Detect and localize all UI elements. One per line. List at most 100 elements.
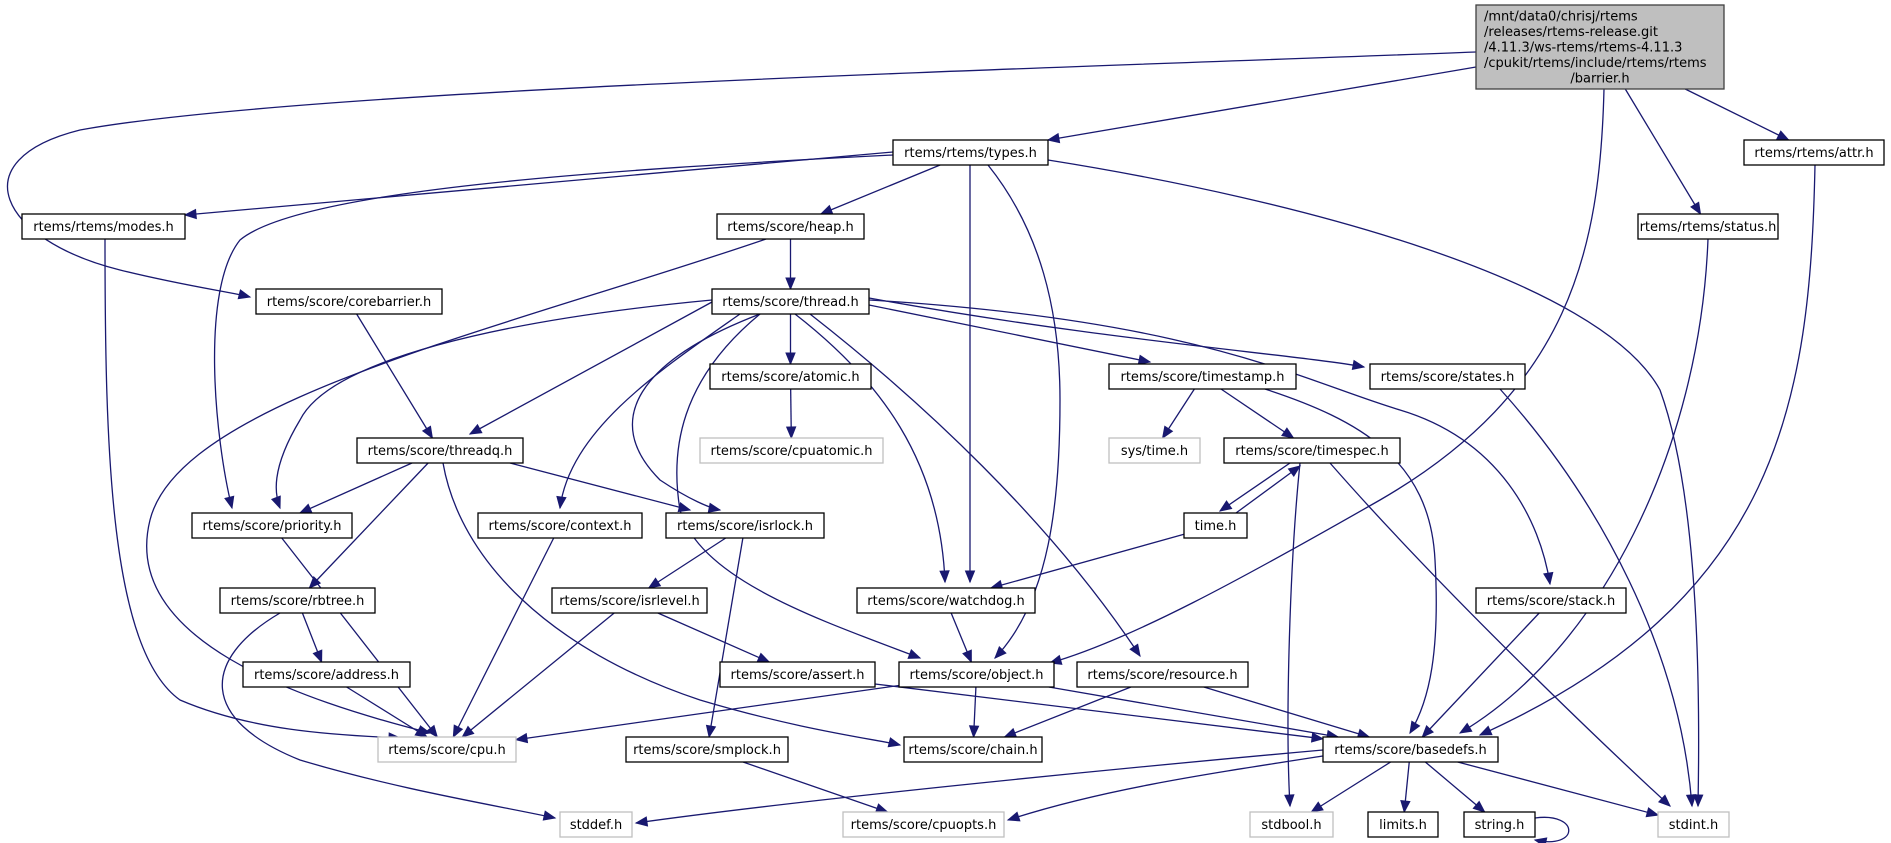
edge-timespec-to-time xyxy=(1218,462,1291,512)
node-stack[interactable]: rtems/score/stack.h xyxy=(1475,587,1627,614)
edge-arrowhead xyxy=(634,816,649,827)
edge-line xyxy=(1534,816,1570,843)
edge-line xyxy=(1310,761,1392,813)
node-label: rtems/score/heap.h xyxy=(727,220,853,235)
node-rbtree[interactable]: rtems/score/rbtree.h xyxy=(219,587,376,614)
node-label: rtems/score/corebarrier.h xyxy=(267,295,432,310)
edge-arrowhead xyxy=(426,724,439,739)
edge-arrowhead xyxy=(270,495,281,510)
node-barrier[interactable]: /mnt/data0/chrisj/rtems/releases/rtems-r… xyxy=(1475,4,1725,90)
edge-types-to-watchdog xyxy=(964,165,976,584)
node-box xyxy=(551,587,708,614)
edge-line xyxy=(308,462,429,589)
node-label: rtems/score/atomic.h xyxy=(721,370,859,385)
edge-smplock-to-cpuopts xyxy=(742,761,889,814)
edge-types-to-stdint xyxy=(1047,159,1704,808)
edge-arrowhead xyxy=(468,423,483,435)
node-label: limits.h xyxy=(1379,818,1427,833)
edge-context-to-cpu xyxy=(452,537,555,739)
node-context[interactable]: rtems/score/context.h xyxy=(477,512,643,539)
node-box xyxy=(1463,811,1536,838)
edge-types-to-heap xyxy=(819,164,941,215)
node-assert[interactable]: rtems/score/assert.h xyxy=(719,661,876,688)
node-time[interactable]: time.h xyxy=(1183,512,1248,539)
node-atomic[interactable]: rtems/score/atomic.h xyxy=(709,363,872,390)
node-label: /mnt/data0/chrisj/rtems xyxy=(1484,9,1638,24)
edge-line xyxy=(6,51,1477,298)
node-label: rtems/score/rbtree.h xyxy=(231,594,365,609)
edge-arrowhead xyxy=(1645,807,1660,818)
node-stdint: stdint.h xyxy=(1657,811,1730,838)
edge-line xyxy=(461,612,615,738)
edge-line xyxy=(708,537,744,738)
node-priority[interactable]: rtems/score/priority.h xyxy=(191,512,353,539)
node-label: rtems/score/assert.h xyxy=(731,668,865,683)
node-box xyxy=(1076,661,1249,688)
node-label: rtems/score/thread.h xyxy=(722,295,859,310)
node-label: /4.11.3/ws-rtems/rtems-4.11.3 xyxy=(1484,40,1682,55)
edge-heap-to-cpu xyxy=(146,238,767,736)
node-limits[interactable]: limits.h xyxy=(1367,811,1439,838)
node-timespec[interactable]: rtems/score/timespec.h xyxy=(1223,437,1401,464)
edge-threadq-to-priority xyxy=(298,462,413,514)
node-corebarrier[interactable]: rtems/score/corebarrier.h xyxy=(255,288,443,315)
edge-line xyxy=(820,164,941,215)
edge-basedefs-to-cpuopts xyxy=(1006,755,1324,822)
node-label: rtems/score/context.h xyxy=(489,519,632,534)
edge-arrowhead xyxy=(707,502,722,513)
node-box xyxy=(242,661,411,688)
edge-line xyxy=(648,537,727,589)
node-threadq[interactable]: rtems/score/threadq.h xyxy=(356,437,524,464)
node-label: rtems/rtems/types.h xyxy=(904,146,1037,161)
edge-watchdog-to-object xyxy=(950,612,972,664)
node-box xyxy=(1367,811,1439,838)
edge-line xyxy=(1287,462,1301,807)
node-modes[interactable]: rtems/rtems/modes.h xyxy=(21,213,186,240)
node-heap[interactable]: rtems/score/heap.h xyxy=(716,213,865,240)
node-status[interactable]: rtems/rtems/status.h xyxy=(1637,213,1779,240)
edge-arrowhead xyxy=(183,208,197,220)
edge-arrowhead xyxy=(1692,794,1704,808)
edge-thread-to-priority xyxy=(270,299,713,510)
node-chain[interactable]: rtems/score/chain.h xyxy=(903,736,1043,763)
edge-thread-to-resource xyxy=(809,313,1141,658)
node-string[interactable]: string.h xyxy=(1463,811,1536,838)
edge-arrowhead xyxy=(939,570,950,584)
edge-time-to-watchdog xyxy=(989,533,1185,590)
edge-isrlevel-to-cpu xyxy=(461,612,615,738)
edge-line xyxy=(1624,88,1702,215)
edge-line xyxy=(1047,66,1477,141)
node-label: string.h xyxy=(1475,818,1525,833)
node-cpuatomic: rtems/score/cpuatomic.h xyxy=(699,437,884,464)
node-isrlevel[interactable]: rtems/score/isrlevel.h xyxy=(551,587,708,614)
edge-arrowhead xyxy=(1458,722,1473,734)
edge-stack-to-basedefs xyxy=(1421,612,1540,738)
node-attr[interactable]: rtems/rtems/attr.h xyxy=(1743,139,1885,166)
node-object[interactable]: rtems/score/object.h xyxy=(898,661,1055,688)
node-label: rtems/rtems/status.h xyxy=(1640,220,1777,235)
node-resource[interactable]: rtems/score/resource.h xyxy=(1076,661,1249,688)
node-thread[interactable]: rtems/score/thread.h xyxy=(711,288,870,315)
node-isrlock[interactable]: rtems/score/isrlock.h xyxy=(665,512,825,539)
edge-timestamp-to-basedefs xyxy=(1264,388,1437,735)
node-states[interactable]: rtems/score/states.h xyxy=(1369,363,1526,390)
node-address[interactable]: rtems/score/address.h xyxy=(242,661,411,688)
edge-states-to-stdint xyxy=(1499,388,1697,808)
node-label: rtems/score/threadq.h xyxy=(368,444,513,459)
node-label: rtems/score/timespec.h xyxy=(1235,444,1388,459)
edge-atomic-to-cpuatomic xyxy=(785,388,797,440)
edge-arrowhead xyxy=(1310,801,1324,813)
edge-line xyxy=(657,612,770,663)
edges-layer xyxy=(6,51,1816,843)
edge-priority-to-cpu xyxy=(281,537,439,739)
edge-arrowhead xyxy=(1284,794,1295,808)
node-types[interactable]: rtems/rtems/types.h xyxy=(892,139,1049,166)
node-timestamp[interactable]: rtems/score/timestamp.h xyxy=(1108,363,1297,390)
node-box xyxy=(842,811,1005,838)
node-basedefs[interactable]: rtems/score/basedefs.h xyxy=(1322,736,1499,763)
node-label: rtems/score/smplock.h xyxy=(633,743,781,758)
node-watchdog[interactable]: rtems/score/watchdog.h xyxy=(856,587,1036,614)
node-smplock[interactable]: rtems/score/smplock.h xyxy=(625,736,789,763)
edge-arrowhead xyxy=(785,277,796,291)
node-label: time.h xyxy=(1195,519,1237,534)
